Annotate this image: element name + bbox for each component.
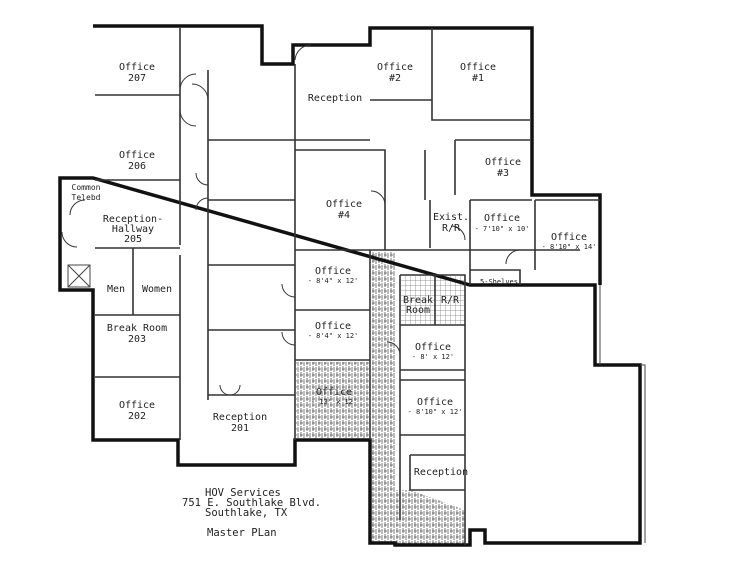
office-8x12-a-label: Office [315,266,351,277]
title-block: HOV Services 751 E. Southlake Blvd. Sout… [182,487,321,539]
women-restroom-label: Women [142,284,172,295]
company-city: Southlake, TX [205,507,288,519]
office-8x10-dimensions: - 8'10" x 12' [408,408,463,416]
office-3-label: Office [485,157,521,168]
exist-rr-label: Exist. [433,212,469,223]
office-7x10-label: Office [484,213,520,224]
hallway-205-label-2: Hallway [112,224,154,235]
office-2-number: #2 [389,73,401,84]
company-name: HOV Services [205,487,281,499]
door-swings [61,44,521,396]
company-address: 751 E. Southlake Blvd. [182,497,321,509]
common-label: Common [72,183,101,192]
shelves-label: 5-Shelves [480,278,518,286]
hallway-205-number: 205 [124,234,142,245]
office-4-label: Office [326,199,362,210]
office-202-label: Office [119,400,155,411]
hallway-205-label: Reception- [103,214,163,225]
office-8x10-label: Office [417,397,453,408]
office-202-number: 202 [128,411,146,422]
office-8x14-dimensions: - 8'10" x 14' [542,243,597,251]
office-8x12-b-label: Office [315,321,351,332]
office-2-label: Office [377,62,413,73]
office-13x12-dimensions: - 13' x 12' [311,398,357,406]
common-label-2: Telebd [72,193,101,202]
exterior-wall-outline [599,285,646,543]
break-room-label-2: Room [406,305,430,316]
break-room-label: Break [403,295,433,306]
reception-201-label: Reception [213,412,267,423]
break-room-203-label: Break Room [107,323,167,334]
office-8x14-label: Office [551,232,587,243]
office-13x12-label: Office [316,387,352,398]
office-207-label: Office [119,62,155,73]
tiled-corridor [296,252,465,545]
office-8x12-c-label: Office [415,342,451,353]
restroom-label: R/R [441,295,460,306]
office-206-label: Office [119,150,155,161]
office-8x12-a-dimensions: - 8'4" x 12' [308,277,359,285]
office-3-number: #3 [497,168,509,179]
office-207-number: 207 [128,73,146,84]
men-restroom-label: Men [107,284,125,295]
plan-name: Master PLan [207,527,277,539]
office-4-number: #4 [338,210,350,221]
break-room-203-number: 203 [128,334,146,345]
exterior-wall [58,24,642,547]
reception-lower-label: Reception [414,467,468,478]
office-1-number: #1 [472,73,484,84]
office-1-label: Office [460,62,496,73]
reception-201-number: 201 [231,423,249,434]
office-8x12-b-dimensions: - 8'4" x 12' [308,332,359,340]
office-206-number: 206 [128,161,146,172]
office-7x10-dimensions: - 7'10" x 10' [475,225,530,233]
room-labels: Office 207 Office 206 Common Telebd Rece… [72,62,597,478]
interior-walls [95,28,600,545]
office-8x12-c-dimensions: - 8' x 12' [412,353,454,361]
exist-rr-label-2: R/R [442,223,461,234]
reception-label: Reception [308,93,362,104]
